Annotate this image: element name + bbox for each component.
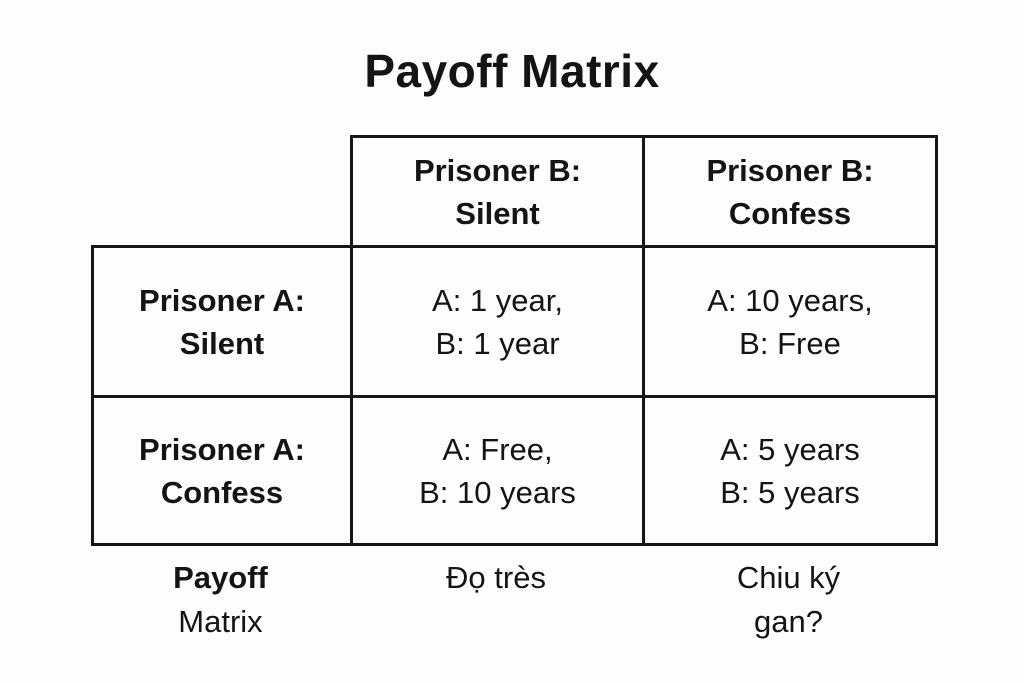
caption-row: Payoff Matrix Đọ très Chiu ký gan?: [91, 556, 935, 644]
row-prisoner-a-silent: Prisoner A: Silent A: 1 year, B: 1 year …: [91, 245, 938, 398]
row-header-prisoner-a-silent: Prisoner A: Silent: [91, 245, 353, 398]
payoff-cell-silent-silent: A: 1 year, B: 1 year: [350, 245, 645, 398]
col-header-prisoner-b-confess: Prisoner B: Confess: [642, 135, 938, 248]
payoff-line: A: 1 year,: [432, 282, 563, 318]
payoff-line: A: Free,: [442, 431, 553, 467]
payoff-cell-silent-confess: A: 10 years, B: Free: [642, 245, 938, 398]
page-title: Payoff Matrix: [364, 45, 660, 97]
col-header-line: Prisoner B:: [413, 152, 582, 188]
payoff-line: B: 10 years: [419, 474, 576, 510]
caption-line: Chiu ký: [736, 560, 841, 595]
row-header-prisoner-a-confess: Prisoner A: Confess: [91, 395, 353, 546]
payoff-line: A: 5 years: [720, 431, 860, 467]
payoff-cell-confess-confess: A: 5 years B: 5 years: [642, 395, 938, 546]
payoff-line: A: 10 years,: [707, 282, 873, 318]
corner-blank-cell: [93, 137, 352, 247]
row-header-line: Prisoner A:: [139, 431, 305, 467]
header-row: Prisoner B: Silent Prisoner B: Confess: [93, 135, 938, 248]
payoff-line: B: 1 year: [435, 325, 560, 361]
payoff-line: B: Free: [739, 325, 841, 361]
caption-line: gan?: [754, 604, 823, 639]
caption-line: Matrix: [178, 604, 263, 639]
caption-payoff-matrix: Payoff Matrix: [91, 556, 350, 644]
col-header-prisoner-b-silent: Prisoner B: Silent: [350, 135, 645, 248]
row-prisoner-a-confess: Prisoner A: Confess A: Free, B: 10 years…: [91, 395, 938, 546]
col-header-line: Silent: [455, 195, 540, 231]
col-header-line: Confess: [728, 195, 852, 231]
payoff-line: B: 5 years: [720, 474, 860, 510]
row-header-line: Confess: [160, 474, 284, 510]
payoff-matrix-table: Prisoner B: Silent Prisoner B: Confess P…: [91, 135, 938, 546]
col-header-line: Prisoner B:: [706, 152, 874, 188]
row-header-line: Silent: [179, 325, 265, 361]
caption-chiu-ky-gan: Chiu ký gan?: [642, 556, 935, 644]
caption-do-tres: Đọ très: [350, 556, 642, 644]
row-header-line: Prisoner A:: [139, 282, 305, 318]
payoff-cell-confess-silent: A: Free, B: 10 years: [350, 395, 645, 546]
caption-line: Đọ très: [446, 560, 546, 595]
caption-line: Payoff: [173, 560, 268, 595]
